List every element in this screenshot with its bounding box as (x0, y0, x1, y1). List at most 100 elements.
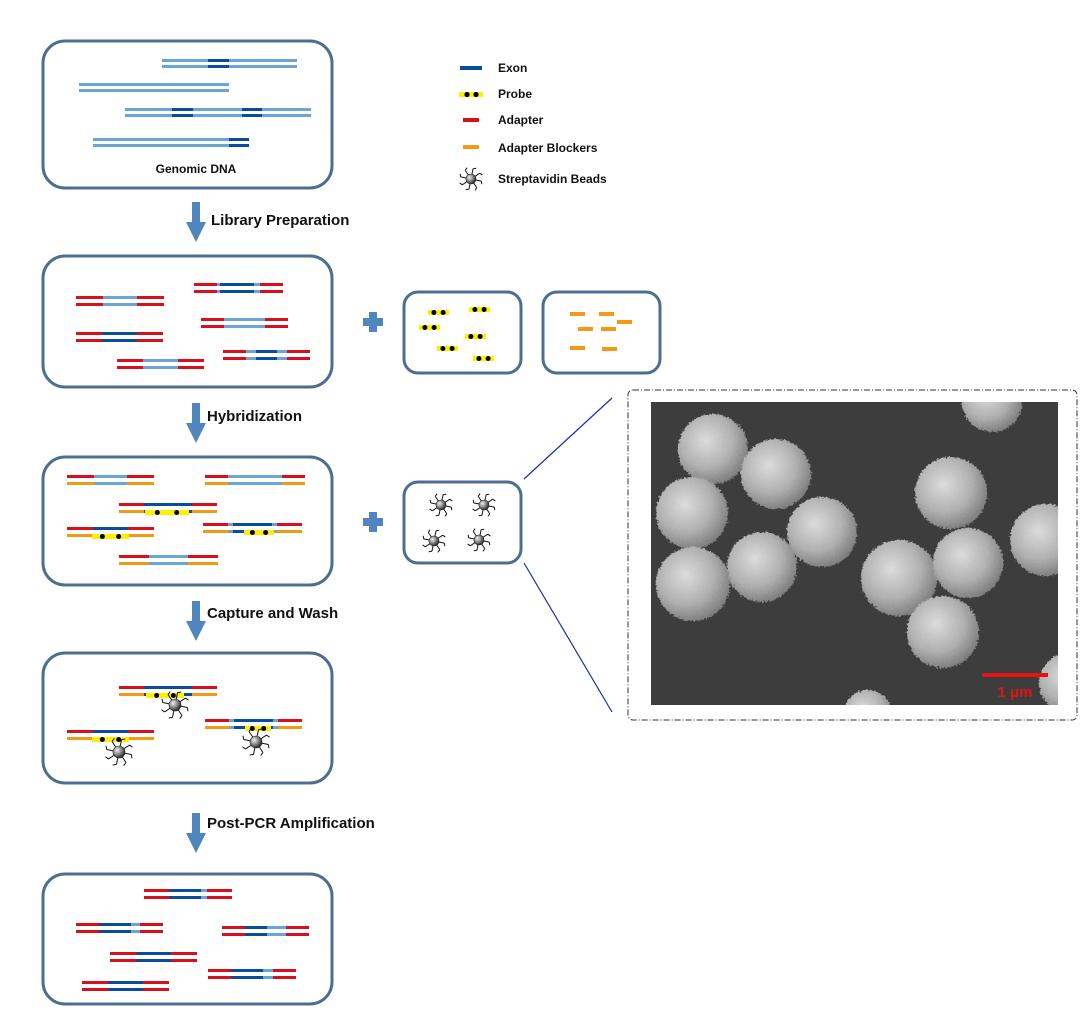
probe (419, 325, 440, 330)
sem-micrograph: 1 μm (627, 389, 1078, 721)
probe (92, 534, 129, 539)
legend-exon: Exon (498, 61, 527, 75)
library-fragments (76, 283, 310, 369)
step-label-post-pcr: Post-PCR Amplification (207, 815, 375, 832)
streptavidin-bead-icon (422, 529, 446, 553)
bead-sphere (1039, 655, 1058, 705)
arrow-capture (186, 601, 206, 641)
adapter-blocker (601, 327, 616, 331)
probe (465, 334, 486, 339)
panel-probes (402, 290, 523, 375)
hybridized-fragments (67, 475, 305, 565)
dna-fragment (162, 59, 297, 68)
probe (245, 726, 271, 731)
library-fragment (67, 475, 154, 485)
probe (146, 693, 184, 698)
streptavidin-bead-icon (429, 493, 453, 517)
streptavidin-bead-icon (467, 528, 491, 552)
panel-title-genomic-dna: Genomic DNA (156, 162, 237, 176)
library-fragment (110, 952, 197, 962)
panel-amplified (41, 872, 334, 1006)
bead-sphere (656, 477, 728, 549)
probe-pool (419, 307, 494, 361)
bead-spheres (656, 402, 1058, 705)
library-fragment (194, 283, 283, 293)
library-fragment (222, 926, 309, 936)
library-fragment (76, 923, 163, 933)
zoom-lines (523, 397, 613, 713)
probe (244, 530, 274, 535)
captured-fragments (67, 686, 302, 766)
blocker-swatch (463, 145, 479, 149)
bead-sphere (787, 497, 857, 567)
adapter-blocker (578, 327, 593, 331)
legend: Exon Probe Adapter Adapter Blockers Stre… (459, 61, 607, 191)
step-label-hybridization: Hybridization (207, 408, 302, 425)
probe (473, 356, 494, 361)
probe (92, 737, 129, 742)
arrow-library-preparation (186, 202, 206, 242)
streptavidin-bead-icon (459, 167, 483, 191)
dna-fragment (125, 108, 311, 117)
panel-library (41, 254, 334, 389)
probe (428, 310, 449, 315)
streptavidin-bead-icon (161, 691, 189, 719)
adapter-swatch (463, 118, 479, 122)
blocker-pool (570, 312, 632, 351)
adapter-blocker (599, 312, 614, 316)
probe (469, 307, 490, 312)
streptavidin-bead-icon (242, 728, 270, 756)
bead-sphere (845, 690, 891, 705)
adapter-blocker (617, 320, 632, 324)
library-fragment (76, 296, 164, 306)
panel-beads (402, 480, 523, 565)
scale-bar-label: 1 μm (997, 684, 1032, 701)
adapter-blocker (570, 312, 585, 316)
probe-swatch (459, 91, 483, 98)
dna-fragment (93, 138, 249, 147)
library-fragment (117, 359, 204, 369)
scale-bar (982, 673, 1048, 677)
bead-sphere (962, 402, 1022, 432)
panel-blockers (541, 290, 662, 375)
library-fragment (82, 981, 169, 991)
streptavidin-bead-icon (472, 493, 496, 517)
bead-sphere (915, 457, 987, 529)
streptavidin-bead-icon (459, 167, 483, 191)
library-fragment (76, 332, 163, 342)
bead-sphere (907, 596, 979, 668)
bead-sphere (933, 528, 1003, 598)
bead-sphere (678, 414, 748, 484)
plus-icon (363, 512, 383, 532)
panel-capture (41, 651, 334, 785)
bead-sphere (656, 547, 730, 621)
arrow-post-pcr (186, 813, 206, 853)
adapter-blocker (602, 347, 617, 351)
dna-fragment (79, 83, 229, 92)
bead-sphere (861, 540, 937, 616)
exon-swatch (460, 66, 482, 70)
library-fragment (205, 475, 305, 485)
bead-sphere (1010, 504, 1058, 576)
probe (437, 346, 458, 351)
panel-hybridization (41, 455, 334, 587)
bead-sphere (727, 532, 797, 602)
library-fragment (223, 350, 310, 360)
bead-sphere (741, 439, 811, 509)
genomic-dna-fragments (79, 59, 311, 147)
plus-icon (363, 312, 383, 332)
amplified-fragments (76, 889, 309, 991)
library-fragment (208, 969, 296, 979)
bead-pool (422, 493, 496, 553)
legend-probe: Probe (498, 87, 532, 101)
arrow-hybridization (186, 403, 206, 443)
step-label-library: Library Preparation (211, 212, 349, 229)
adapter-blocker (570, 346, 585, 350)
library-fragment (119, 555, 218, 565)
step-label-capture: Capture and Wash (207, 605, 338, 622)
legend-adapter-blockers: Adapter Blockers (498, 141, 598, 155)
streptavidin-bead-icon (105, 738, 133, 766)
library-fragment (201, 318, 288, 328)
library-fragment (144, 889, 232, 899)
